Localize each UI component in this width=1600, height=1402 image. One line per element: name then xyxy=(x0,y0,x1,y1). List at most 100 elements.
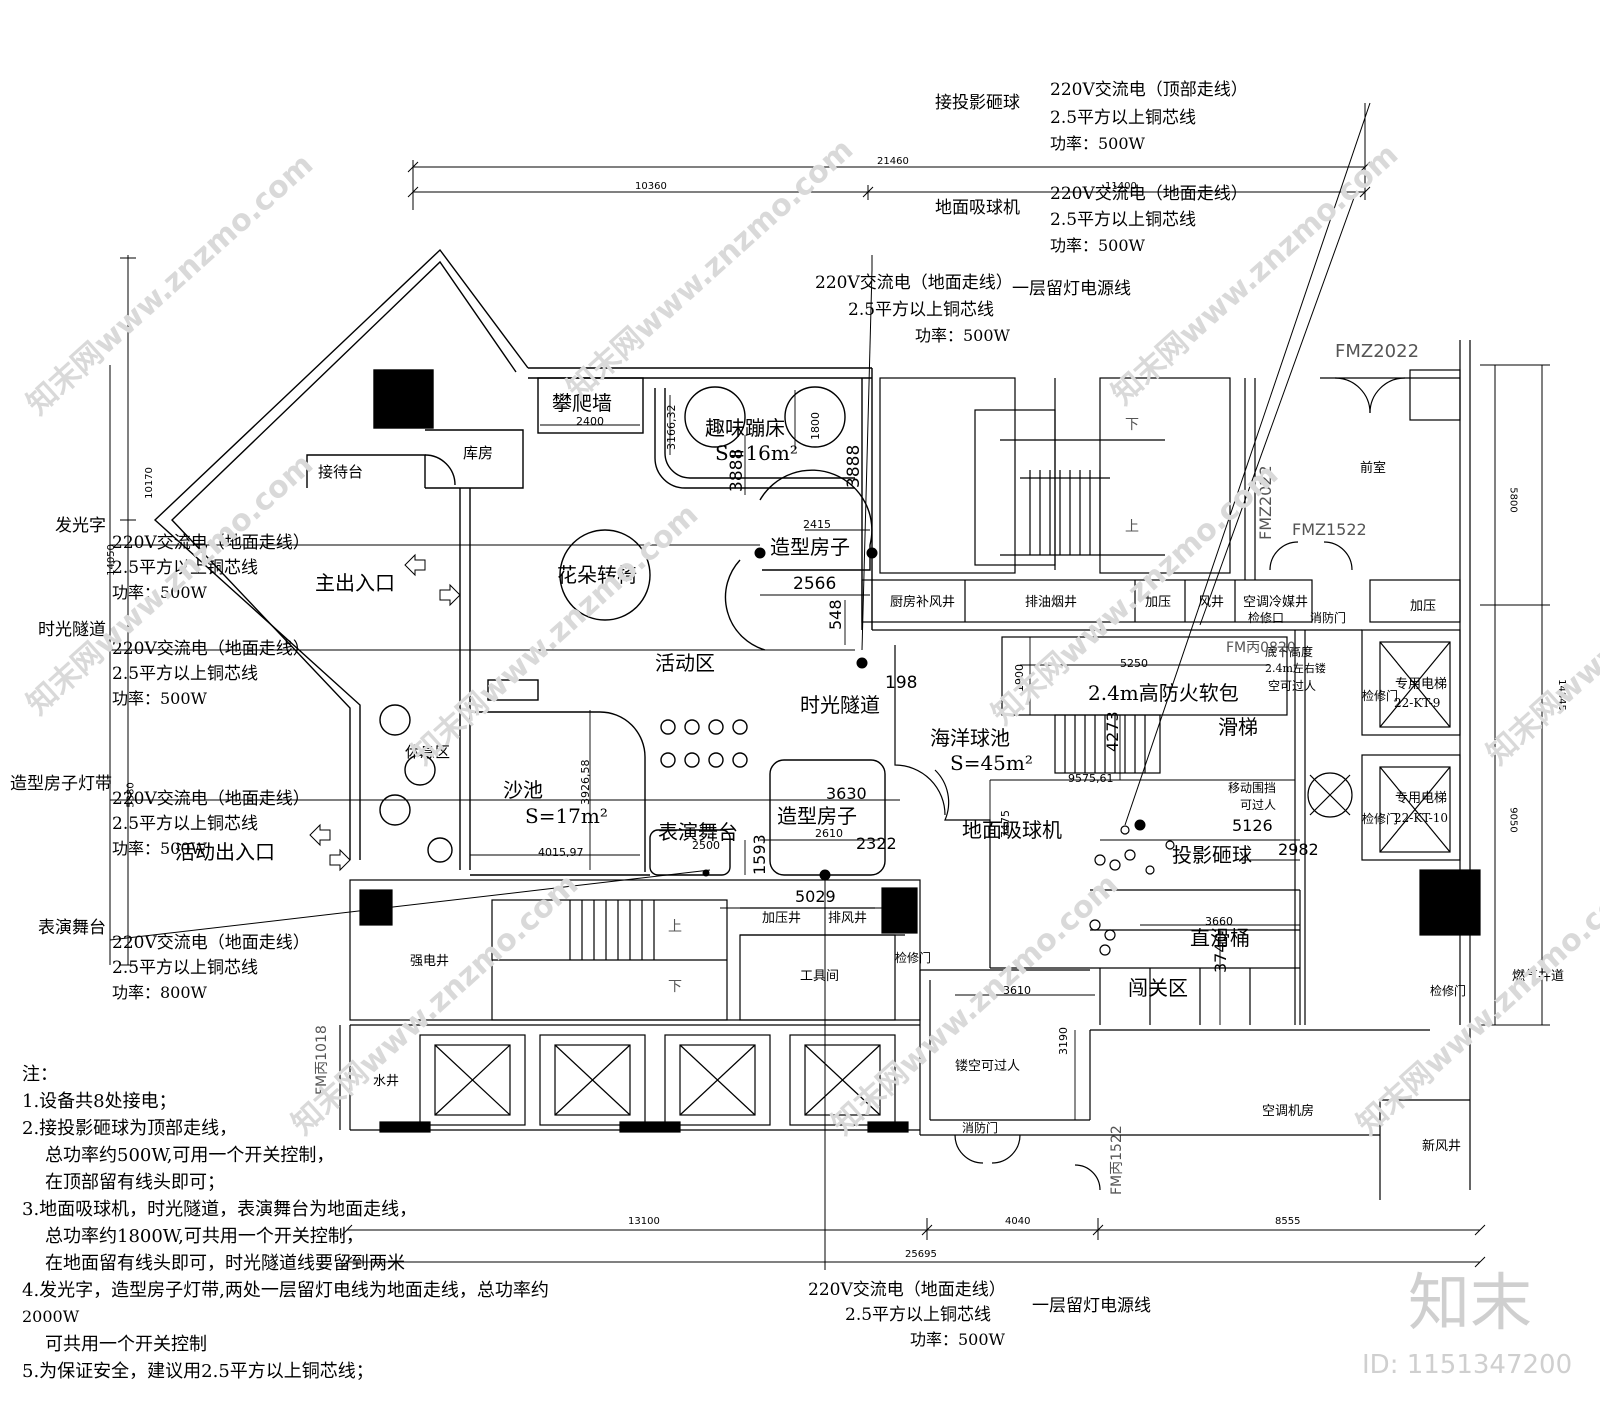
dim-5126: 5126 xyxy=(1232,816,1273,835)
room-bottom-h2: 2.4m左右镂 xyxy=(1265,662,1326,675)
room-inspect4: 检修门 xyxy=(895,951,932,965)
dim-2610: 2610 xyxy=(815,827,843,840)
dim-3630: 3630 xyxy=(826,784,867,803)
dim-4040: 4040 xyxy=(1005,1216,1031,1227)
entry-arrows xyxy=(309,553,461,872)
stage-label: 表演舞台 xyxy=(38,918,106,938)
room-stage: 表演舞台 xyxy=(658,820,738,844)
room-elev2: 专用电梯 xyxy=(1395,791,1448,806)
room-fresh: 新风井 xyxy=(1422,1139,1462,1154)
dim-198: 198 xyxy=(885,673,918,693)
brand-logo: 知末 xyxy=(1408,1266,1533,1339)
note-4c: 可共用一个开关控制 xyxy=(45,1334,207,1355)
door-fm0820: FM丙0820 xyxy=(1226,640,1296,656)
tunnel-label: 时光隧道 xyxy=(38,620,106,640)
house-strip-line2: 2.5平方以上铜芯线 xyxy=(112,814,259,834)
glow-line3: 功率：500W xyxy=(112,583,207,602)
note-4: 4.发光字，造型房子灯带,两处一层留灯电线为地面走线，总功率约 xyxy=(22,1280,549,1301)
bottomlight-note: 一层留灯电源线 xyxy=(1032,1296,1151,1316)
room-inspect5: 检修门 xyxy=(1430,984,1467,998)
dim-2982: 2982 xyxy=(1278,840,1319,859)
room-flower: 花朵转椅 xyxy=(557,563,637,587)
note-3c: 在地面留有线头即可，时光隧道线要留到两米 xyxy=(45,1253,405,1274)
toplight-line3: 功率：500W xyxy=(915,326,1010,345)
dim-9575: 9575,61 xyxy=(1068,772,1114,785)
room-ac-room: 空调机房 xyxy=(1262,1104,1315,1119)
dim-9050: 9050 xyxy=(1507,807,1519,833)
house-strip-line3: 功率：500W xyxy=(112,839,207,858)
projector-line3: 功率：500W xyxy=(1050,134,1145,153)
house-strip-line1: 220V交流电（地面走线） xyxy=(112,789,310,809)
entry-wing xyxy=(153,248,529,860)
note-5: 5.为保证安全，建议用2.5平方以上铜芯线； xyxy=(22,1361,374,1382)
dim-8555: 8555 xyxy=(1275,1216,1301,1227)
glow-line2: 2.5平方以上铜芯线 xyxy=(112,558,259,578)
room-gate: 闯关区 xyxy=(1128,976,1188,1000)
stage-line1: 220V交流电（地面走线） xyxy=(112,933,310,953)
dim-10360: 10360 xyxy=(635,181,667,192)
room-projector: 投影砸球 xyxy=(1172,843,1252,867)
room-slide: 滑梯 xyxy=(1218,715,1258,739)
bottom-dimension-lines xyxy=(341,1218,1486,1268)
room-trampoline-area: S=16m² xyxy=(715,441,798,465)
ballsuck-line3: 功率：500W xyxy=(1050,236,1145,255)
tunnel-line1: 220V交流电（地面走线） xyxy=(112,639,310,659)
dim-2566: 2566 xyxy=(793,574,837,594)
dim-13100: 13100 xyxy=(628,1216,660,1227)
room-up1: 上 xyxy=(1125,519,1139,535)
dim-3926: 3926,58 xyxy=(579,759,592,806)
room-bottom-h1: 底下高度 xyxy=(1265,645,1314,659)
room-ocean-area: S=45m² xyxy=(950,751,1033,775)
room-tunnel: 时光隧道 xyxy=(800,693,880,717)
ballsuck-label: 地面吸球机 xyxy=(935,198,1020,218)
dim-5380: 5380 xyxy=(125,782,137,808)
room-sand-area: S=17m² xyxy=(525,804,608,828)
note-3: 3.地面吸球机，时光隧道，表演舞台为地面走线， xyxy=(22,1199,418,1220)
room-storage: 库房 xyxy=(463,444,494,462)
note-4b: 2000W xyxy=(22,1307,80,1326)
note-2b: 总功率约500W,可用一个开关控制， xyxy=(45,1145,335,1166)
dim-3610: 3610 xyxy=(1003,984,1031,997)
note-1: 1.设备共8处接电； xyxy=(22,1091,177,1112)
dim-25695: 25695 xyxy=(905,1249,937,1260)
left-dimension-lines xyxy=(109,255,136,966)
ocean-ball-area xyxy=(872,629,1481,1025)
dim-548: 548 xyxy=(826,599,845,630)
ballsuck-line2: 2.5平方以上铜芯线 xyxy=(1050,210,1197,230)
room-house2: 造型房子 xyxy=(777,804,857,828)
bottomlight-line3: 功率：500W xyxy=(910,1330,1005,1349)
room-inspect2: 检修门 xyxy=(1362,689,1399,703)
activity-walls xyxy=(379,367,886,876)
shaft-row xyxy=(861,579,1461,623)
room-gas: 燃气井道 xyxy=(1512,969,1565,984)
right-dimension-lines xyxy=(1480,364,1550,1026)
room-bottom-h3: 空可过人 xyxy=(1268,679,1317,693)
dim-14050: 14050 xyxy=(105,544,117,576)
room-sand: 沙池 xyxy=(503,778,543,802)
room-ac-well: 空调冷媒井 xyxy=(1243,595,1309,610)
room-press-well: 加压井 xyxy=(762,911,802,926)
room-tool: 工具间 xyxy=(800,969,840,984)
projector-line1: 220V交流电（顶部走线） xyxy=(1050,80,1248,100)
door-fmz1522: FMZ1522 xyxy=(1292,520,1367,539)
room-climb: 攀爬墙 xyxy=(552,391,612,415)
room-elev1-id: 22-KT-9 xyxy=(1394,696,1441,710)
dim-1593: 1593 xyxy=(750,834,769,875)
dim-3166: 3166,32 xyxy=(665,404,678,451)
ballsuck-line1: 220V交流电（地面走线） xyxy=(1050,184,1248,204)
note-3b: 总功率约1800W,可共用一个开关控制， xyxy=(45,1226,364,1247)
stage-line3: 功率：800W xyxy=(112,983,207,1002)
room-press2: 加压 xyxy=(1410,599,1437,614)
room-activity: 活动区 xyxy=(655,651,715,675)
room-firehose: 2.4m高防火软包 xyxy=(1088,681,1239,705)
room-press1: 加压 xyxy=(1145,595,1172,610)
tunnel-line2: 2.5平方以上铜芯线 xyxy=(112,664,259,684)
dim-2500: 2500 xyxy=(692,839,720,852)
dim-3888b: 3888 xyxy=(844,444,864,488)
dim-5250: 5250 xyxy=(1120,657,1148,670)
room-trampoline: 趣味蹦床 xyxy=(705,416,785,440)
room-elev1: 专用电梯 xyxy=(1395,677,1448,692)
toplight-line1: 220V交流电（地面走线） xyxy=(815,273,1013,293)
dim-21460: 21460 xyxy=(877,156,909,167)
